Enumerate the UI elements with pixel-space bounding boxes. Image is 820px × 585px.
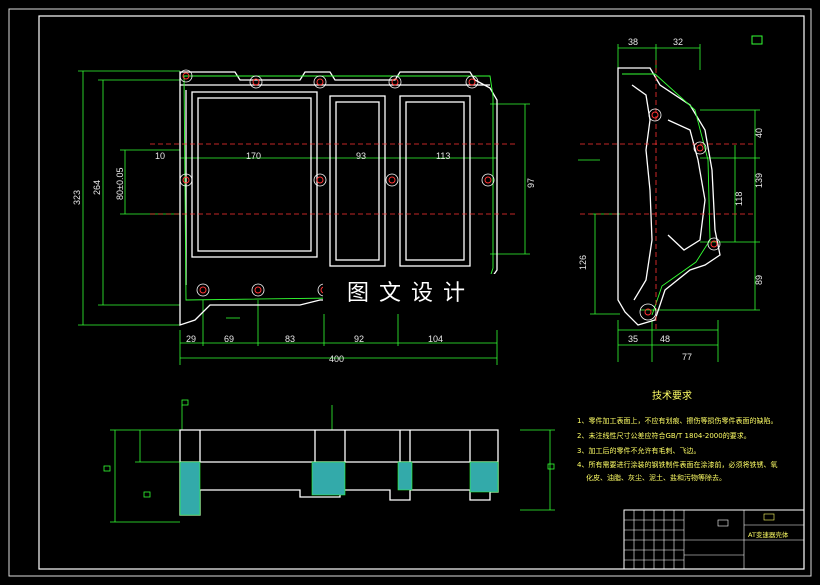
dim-top-1: 10 (155, 151, 165, 161)
inner-border (38, 15, 805, 570)
dim-total-width: 400 (329, 354, 344, 364)
dim-bottom-4: 92 (354, 334, 364, 344)
side-dim-top-2: 32 (673, 37, 683, 47)
dim-bottom-5: 104 (428, 334, 443, 344)
side-dim-bottom-2: 48 (660, 334, 670, 344)
tech-req-item-4: 4、所有需要进行涂装的钢铁制件表面在涂漆前，必须将铁锈、氧 (577, 460, 777, 469)
dim-bottom-1: 29 (186, 334, 196, 344)
front-view: 29 69 83 92 104 400 10 170 93 113 323 26… (72, 69, 536, 365)
dim-right-height: 97 (526, 178, 536, 188)
side-dim-right-2: 139 (754, 173, 764, 188)
tech-req-item-2: 2、未注线性尺寸公差应符合GB/T 1804-2000的要求。 (577, 431, 751, 440)
side-dim-bottom-1: 35 (628, 334, 638, 344)
side-dim-right-4: 89 (754, 275, 764, 285)
side-dim-top-1: 38 (628, 37, 638, 47)
side-dim-right-3: 118 (734, 192, 744, 206)
side-dim-right-1: 40 (754, 128, 764, 138)
tech-requirements: 技术要求 1、零件加工表面上，不应有划痕、擦伤等损伤零件表面的缺陷。 2、未注线… (577, 389, 777, 482)
dim-bottom-3: 83 (285, 334, 295, 344)
side-dim-bottom-3: 77 (682, 352, 692, 362)
dim-top-4: 113 (436, 151, 450, 161)
side-dim-left: 126 (578, 255, 588, 270)
dim-top-3: 93 (356, 151, 366, 161)
dim-bottom-2: 69 (224, 334, 234, 344)
title-block: AT变速器壳体 (623, 509, 805, 570)
tech-req-title: 技术要求 (652, 389, 692, 402)
section-view (103, 399, 555, 523)
tech-req-item-1: 1、零件加工表面上，不应有划痕、擦伤等损伤零件表面的缺陷。 (577, 416, 777, 425)
outer-border (8, 8, 812, 577)
side-view: 38 32 40 139 118 89 126 35 48 77 (578, 37, 764, 362)
dim-left-height: 264 (92, 180, 102, 195)
roughness-symbol (751, 35, 763, 45)
dim-left-tolerance: 80±0.05 (115, 168, 125, 200)
watermark: 图文设计 (323, 274, 499, 314)
part-name: AT变速器壳体 (748, 530, 789, 539)
dim-left-height-total: 323 (72, 190, 82, 205)
tech-req-item-5: 化皮、油脂、灰尘、泥土、盐和污物等除去。 (586, 473, 726, 482)
dim-top-2: 170 (246, 151, 261, 161)
tech-req-item-3: 3、加工后的零件不允许有毛刺、飞边。 (577, 446, 700, 455)
